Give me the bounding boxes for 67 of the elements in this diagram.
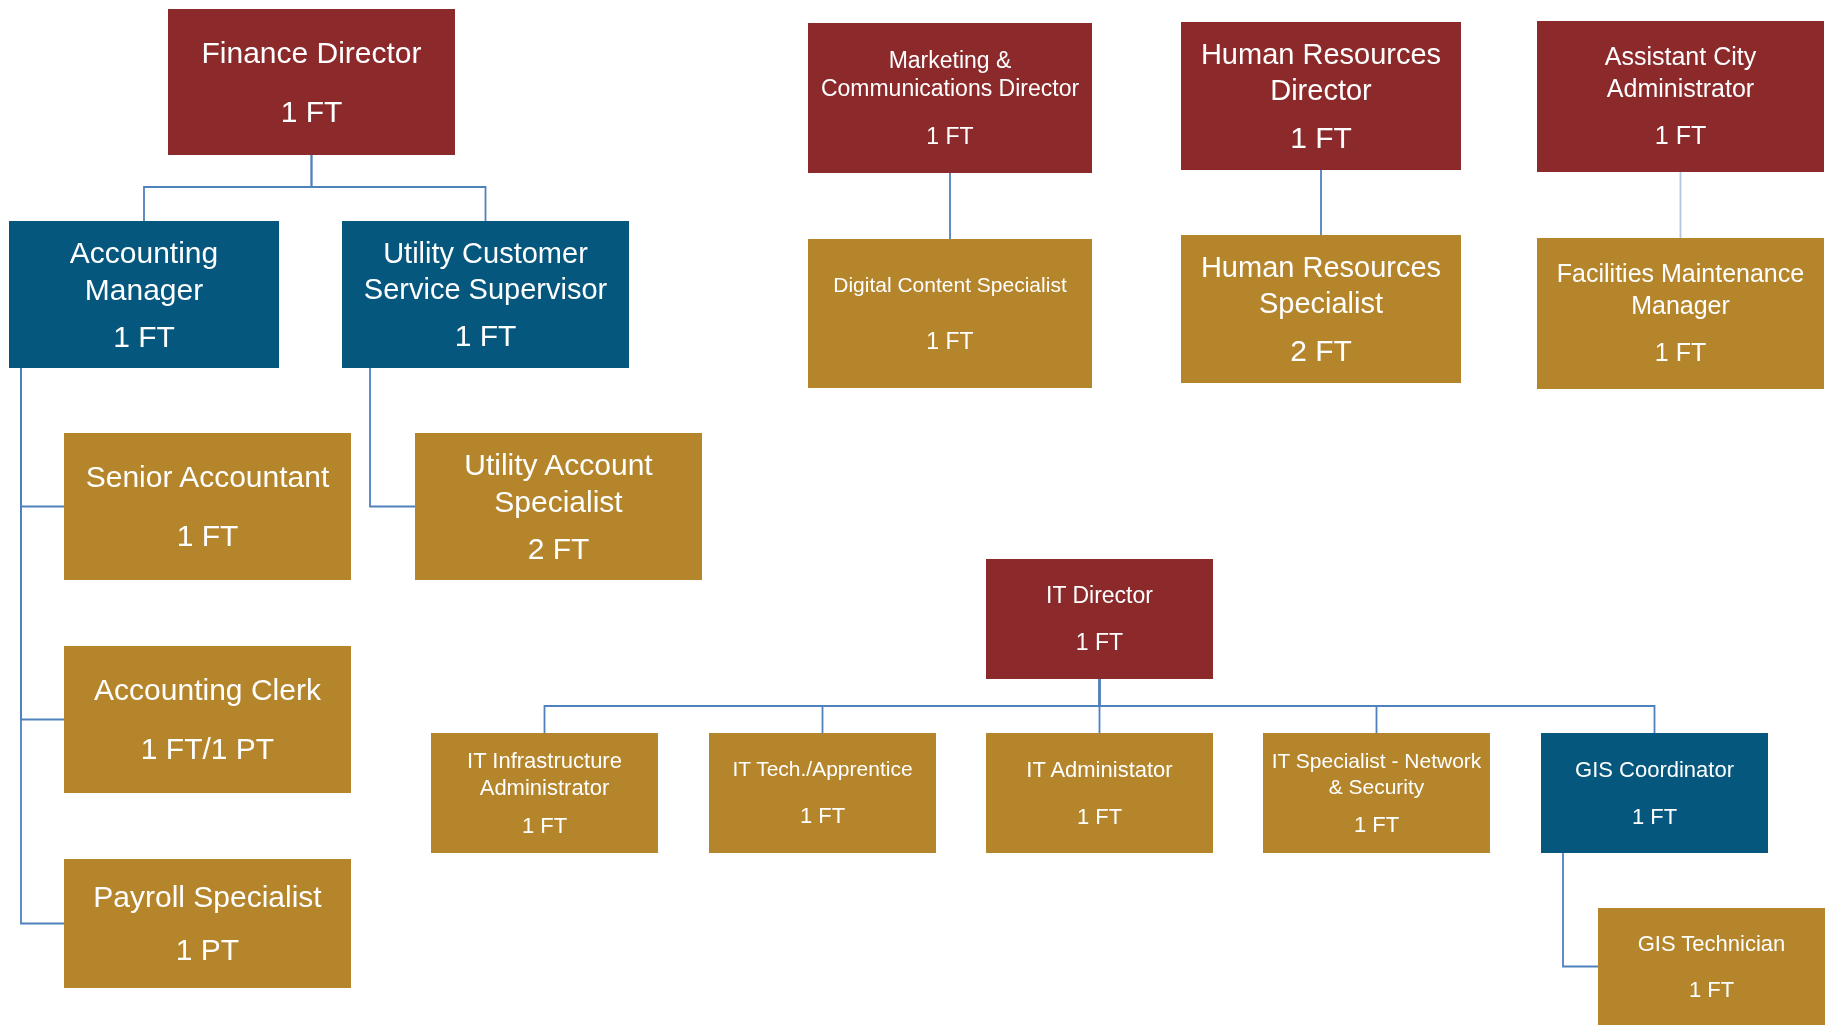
staff-count: 1 FT — [1631, 802, 1678, 830]
staff-count: 1 FT — [1290, 119, 1352, 156]
staff-count: 1 PT — [175, 932, 240, 969]
staff-count: 1 FT — [1654, 120, 1707, 152]
job-title: IT Director — [1046, 581, 1153, 610]
position-box — [9, 221, 279, 368]
staff-count: 1 FT — [280, 93, 343, 130]
job-title: Facilities Maintenance Manager — [1555, 258, 1806, 321]
staff-count: 1 FT — [1075, 628, 1124, 657]
connector-line — [1098, 678, 1656, 734]
job-title: IT Specialist - Network & Security — [1270, 747, 1483, 800]
staff-count: 1 FT/1 PT — [140, 731, 275, 768]
staff-count: 1 FT — [926, 121, 974, 151]
position-box — [64, 433, 351, 580]
job-title: Assistant City Administrator — [1603, 41, 1758, 104]
job-title: Accounting Clerk — [94, 672, 321, 709]
staff-count: 1 FT — [521, 811, 568, 840]
job-title: Marketing & Communications Director — [819, 45, 1081, 104]
job-title: Human Resources Specialist — [1199, 250, 1443, 322]
position-box — [808, 23, 1092, 173]
position-box — [1537, 21, 1824, 172]
job-title: Human Resources Director — [1199, 37, 1443, 109]
position-box — [1537, 238, 1824, 389]
position-box — [168, 9, 455, 155]
staff-count: 1 FT — [1654, 337, 1707, 369]
position-box — [1541, 733, 1768, 853]
job-title: Payroll Specialist — [93, 879, 322, 916]
job-title: GIS Technician — [1637, 930, 1786, 958]
connector-line — [310, 154, 487, 222]
position-box — [808, 239, 1092, 388]
position-box — [1181, 235, 1461, 383]
position-box — [986, 733, 1213, 853]
position-box — [1598, 908, 1825, 1025]
position-box — [64, 859, 351, 988]
connector-line — [1679, 171, 1682, 239]
connector-line — [1562, 852, 1599, 968]
connector-line — [1320, 169, 1322, 236]
job-title: GIS Coordinator — [1575, 756, 1734, 784]
position-box — [64, 646, 351, 793]
staff-count: 1 FT — [176, 518, 239, 555]
staff-count: 1 FT — [113, 318, 175, 355]
job-title: Utility Customer Service Supervisor — [362, 235, 609, 307]
staff-count: 2 FT — [1290, 332, 1352, 369]
job-title: IT Tech./Apprentice — [732, 756, 913, 783]
staff-count: 1 FT — [1076, 802, 1123, 830]
job-title: IT Infrastructure Administrator — [466, 746, 623, 802]
position-box — [986, 559, 1213, 679]
staff-count: 1 FT — [1353, 810, 1400, 839]
staff-count: 1 FT — [926, 326, 974, 356]
position-box — [1181, 22, 1461, 170]
staff-count: 1 FT — [799, 802, 846, 830]
job-title: Senior Accountant — [85, 459, 330, 496]
staff-count: 1 FT — [454, 317, 517, 354]
position-box — [431, 733, 658, 853]
staff-count: 1 FT — [1688, 975, 1735, 1003]
position-box — [342, 221, 629, 368]
connector-line — [949, 172, 951, 240]
position-box — [415, 433, 702, 580]
job-title: Digital Content Specialist — [833, 271, 1067, 298]
job-title: Utility Account Specialist — [463, 446, 654, 521]
position-box — [709, 733, 936, 853]
job-title: IT Administator — [1026, 756, 1173, 784]
connector-line — [369, 367, 416, 508]
staff-count: 2 FT — [527, 530, 590, 567]
position-box — [1263, 733, 1490, 853]
job-title: Accounting Manager — [68, 234, 220, 309]
job-title: Finance Director — [201, 35, 422, 71]
